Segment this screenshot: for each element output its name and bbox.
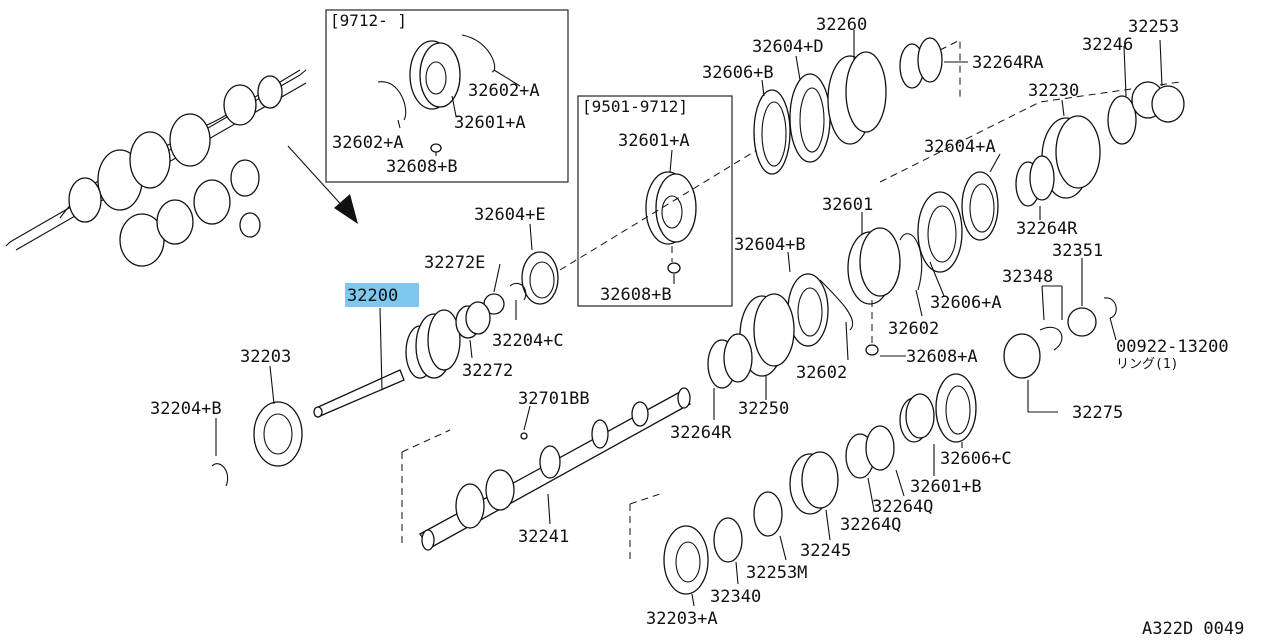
label-00922-13200[interactable]: 00922-13200 <box>1116 337 1229 357</box>
label-32606-c[interactable]: 32606+C <box>940 449 1012 469</box>
diagram-code: A322D 0049 <box>1142 619 1244 639</box>
leader-lines <box>215 30 1163 607</box>
label-32272e[interactable]: 32272E <box>424 253 485 273</box>
main-shaft-32241 <box>419 387 692 551</box>
label-32264ra[interactable]: 32264RA <box>972 53 1044 73</box>
label-32601[interactable]: 32601 <box>822 195 873 215</box>
label-32602-b[interactable]: 32602 <box>796 363 847 383</box>
assembly-thumbnail <box>5 69 307 267</box>
label-32608-b-mid[interactable]: 32608+B <box>600 285 672 305</box>
label-32275[interactable]: 32275 <box>1072 403 1123 423</box>
label-32602[interactable]: 32602 <box>888 319 939 339</box>
label-32260[interactable]: 32260 <box>816 15 867 35</box>
label-32606-b[interactable]: 32606+B <box>702 63 774 83</box>
label-32601-b[interactable]: 32601+B <box>910 477 982 497</box>
inset-9501: [9501-9712] <box>577 95 733 307</box>
label-32601-a-mid[interactable]: 32601+A <box>618 131 690 151</box>
label-32606-a[interactable]: 32606+A <box>930 293 1002 313</box>
label-32264r-bot[interactable]: 32264R <box>670 423 732 443</box>
input-shaft-32200 <box>313 309 461 418</box>
label-32604-a[interactable]: 32604+A <box>924 137 996 157</box>
label-32230[interactable]: 32230 <box>1028 81 1079 101</box>
label-32608-a[interactable]: 32608+A <box>906 347 978 367</box>
inset-9712: [9712- ] <box>325 9 569 183</box>
label-32204-b[interactable]: 32204+B <box>150 399 222 419</box>
label-32351[interactable]: 32351 <box>1052 241 1103 261</box>
label-32253[interactable]: 32253 <box>1128 17 1179 37</box>
direction-arrow <box>287 145 358 224</box>
label-32264q-b[interactable]: 32264Q <box>840 515 901 535</box>
label-32602-a-top[interactable]: 32602+A <box>468 81 540 101</box>
lower-row-parts <box>211 373 977 595</box>
label-32264r-top[interactable]: 32264R <box>1016 219 1078 239</box>
label-32264q-a[interactable]: 32264Q <box>872 497 933 517</box>
label-32348[interactable]: 32348 <box>1002 267 1053 287</box>
label-32241[interactable]: 32241 <box>518 527 569 547</box>
label-32253m[interactable]: 32253M <box>746 563 807 583</box>
label-32204-c[interactable]: 32204+C <box>492 331 564 351</box>
label-32608-b-top[interactable]: 32608+B <box>386 157 458 177</box>
label-32601-a-top[interactable]: 32601+A <box>454 113 526 133</box>
label-32203-a[interactable]: 32203+A <box>646 609 718 629</box>
axis-lines <box>401 39 1181 560</box>
label-32701bb[interactable]: 32701BB <box>518 389 590 409</box>
part-labels: 32260 32604+D 32606+B 32264RA 32246 3225… <box>150 15 1244 639</box>
label-32250[interactable]: 32250 <box>738 399 789 419</box>
label-32200[interactable]: 32200 <box>347 286 398 306</box>
label-32340[interactable]: 32340 <box>710 587 761 607</box>
label-32245[interactable]: 32245 <box>800 541 851 561</box>
label-32604-d[interactable]: 32604+D <box>752 37 824 57</box>
label-32602-a-left[interactable]: 32602+A <box>332 133 404 153</box>
label-32604-e[interactable]: 32604+E <box>474 205 546 225</box>
inset-9712-title: [9712- ] <box>330 11 407 30</box>
label-32246[interactable]: 32246 <box>1082 35 1133 55</box>
label-32203[interactable]: 32203 <box>240 347 291 367</box>
highlight-32200 <box>345 283 419 307</box>
upper-row-parts <box>455 37 1185 389</box>
inset-9501-title: [9501-9712] <box>582 97 688 116</box>
label-32272[interactable]: 32272 <box>462 361 513 381</box>
label-32604-b[interactable]: 32604+B <box>734 235 806 255</box>
label-ring-qty: リング(1) <box>1116 357 1178 372</box>
